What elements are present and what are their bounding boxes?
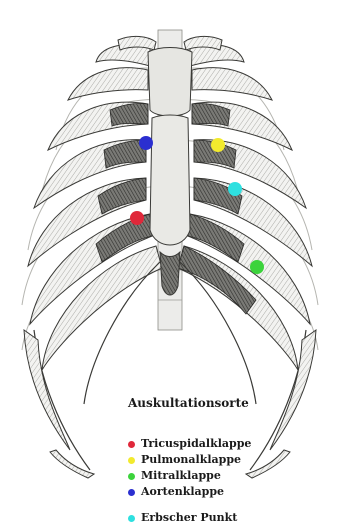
legend-label: Aortenklappe bbox=[141, 485, 224, 499]
legend-label: Tricuspidalklappe bbox=[141, 437, 251, 451]
legend-dot-red bbox=[128, 441, 135, 448]
legend-item-mitralklappe: Mitralklappe bbox=[128, 468, 251, 484]
legend-title: Auskultationsorte bbox=[128, 396, 249, 410]
legend-label: Pulmonalklappe bbox=[141, 453, 241, 467]
marker-aortenklappe bbox=[139, 136, 153, 150]
legend-dot-green bbox=[128, 473, 135, 480]
marker-pulmonalklappe bbox=[211, 138, 225, 152]
marker-mitralklappe bbox=[250, 260, 264, 274]
legend: Tricuspidalklappe Pulmonalklappe Mitralk… bbox=[128, 436, 251, 526]
legend-dot-yellow bbox=[128, 457, 135, 464]
right-ribs bbox=[178, 45, 312, 370]
legend-item-pulmonalklappe: Pulmonalklappe bbox=[128, 452, 251, 468]
left-ribs bbox=[28, 45, 162, 370]
legend-label: Mitralklappe bbox=[141, 469, 221, 483]
marker-tricuspidalklappe bbox=[130, 211, 144, 225]
legend-item-aortenklappe: Aortenklappe bbox=[128, 484, 251, 500]
legend-item-tricuspidalklappe: Tricuspidalklappe bbox=[128, 436, 251, 452]
legend-label: Erbscher Punkt bbox=[141, 511, 237, 525]
legend-dot-cyan bbox=[128, 515, 135, 522]
marker-erbscher-punkt bbox=[228, 182, 242, 196]
legend-dot-blue bbox=[128, 489, 135, 496]
